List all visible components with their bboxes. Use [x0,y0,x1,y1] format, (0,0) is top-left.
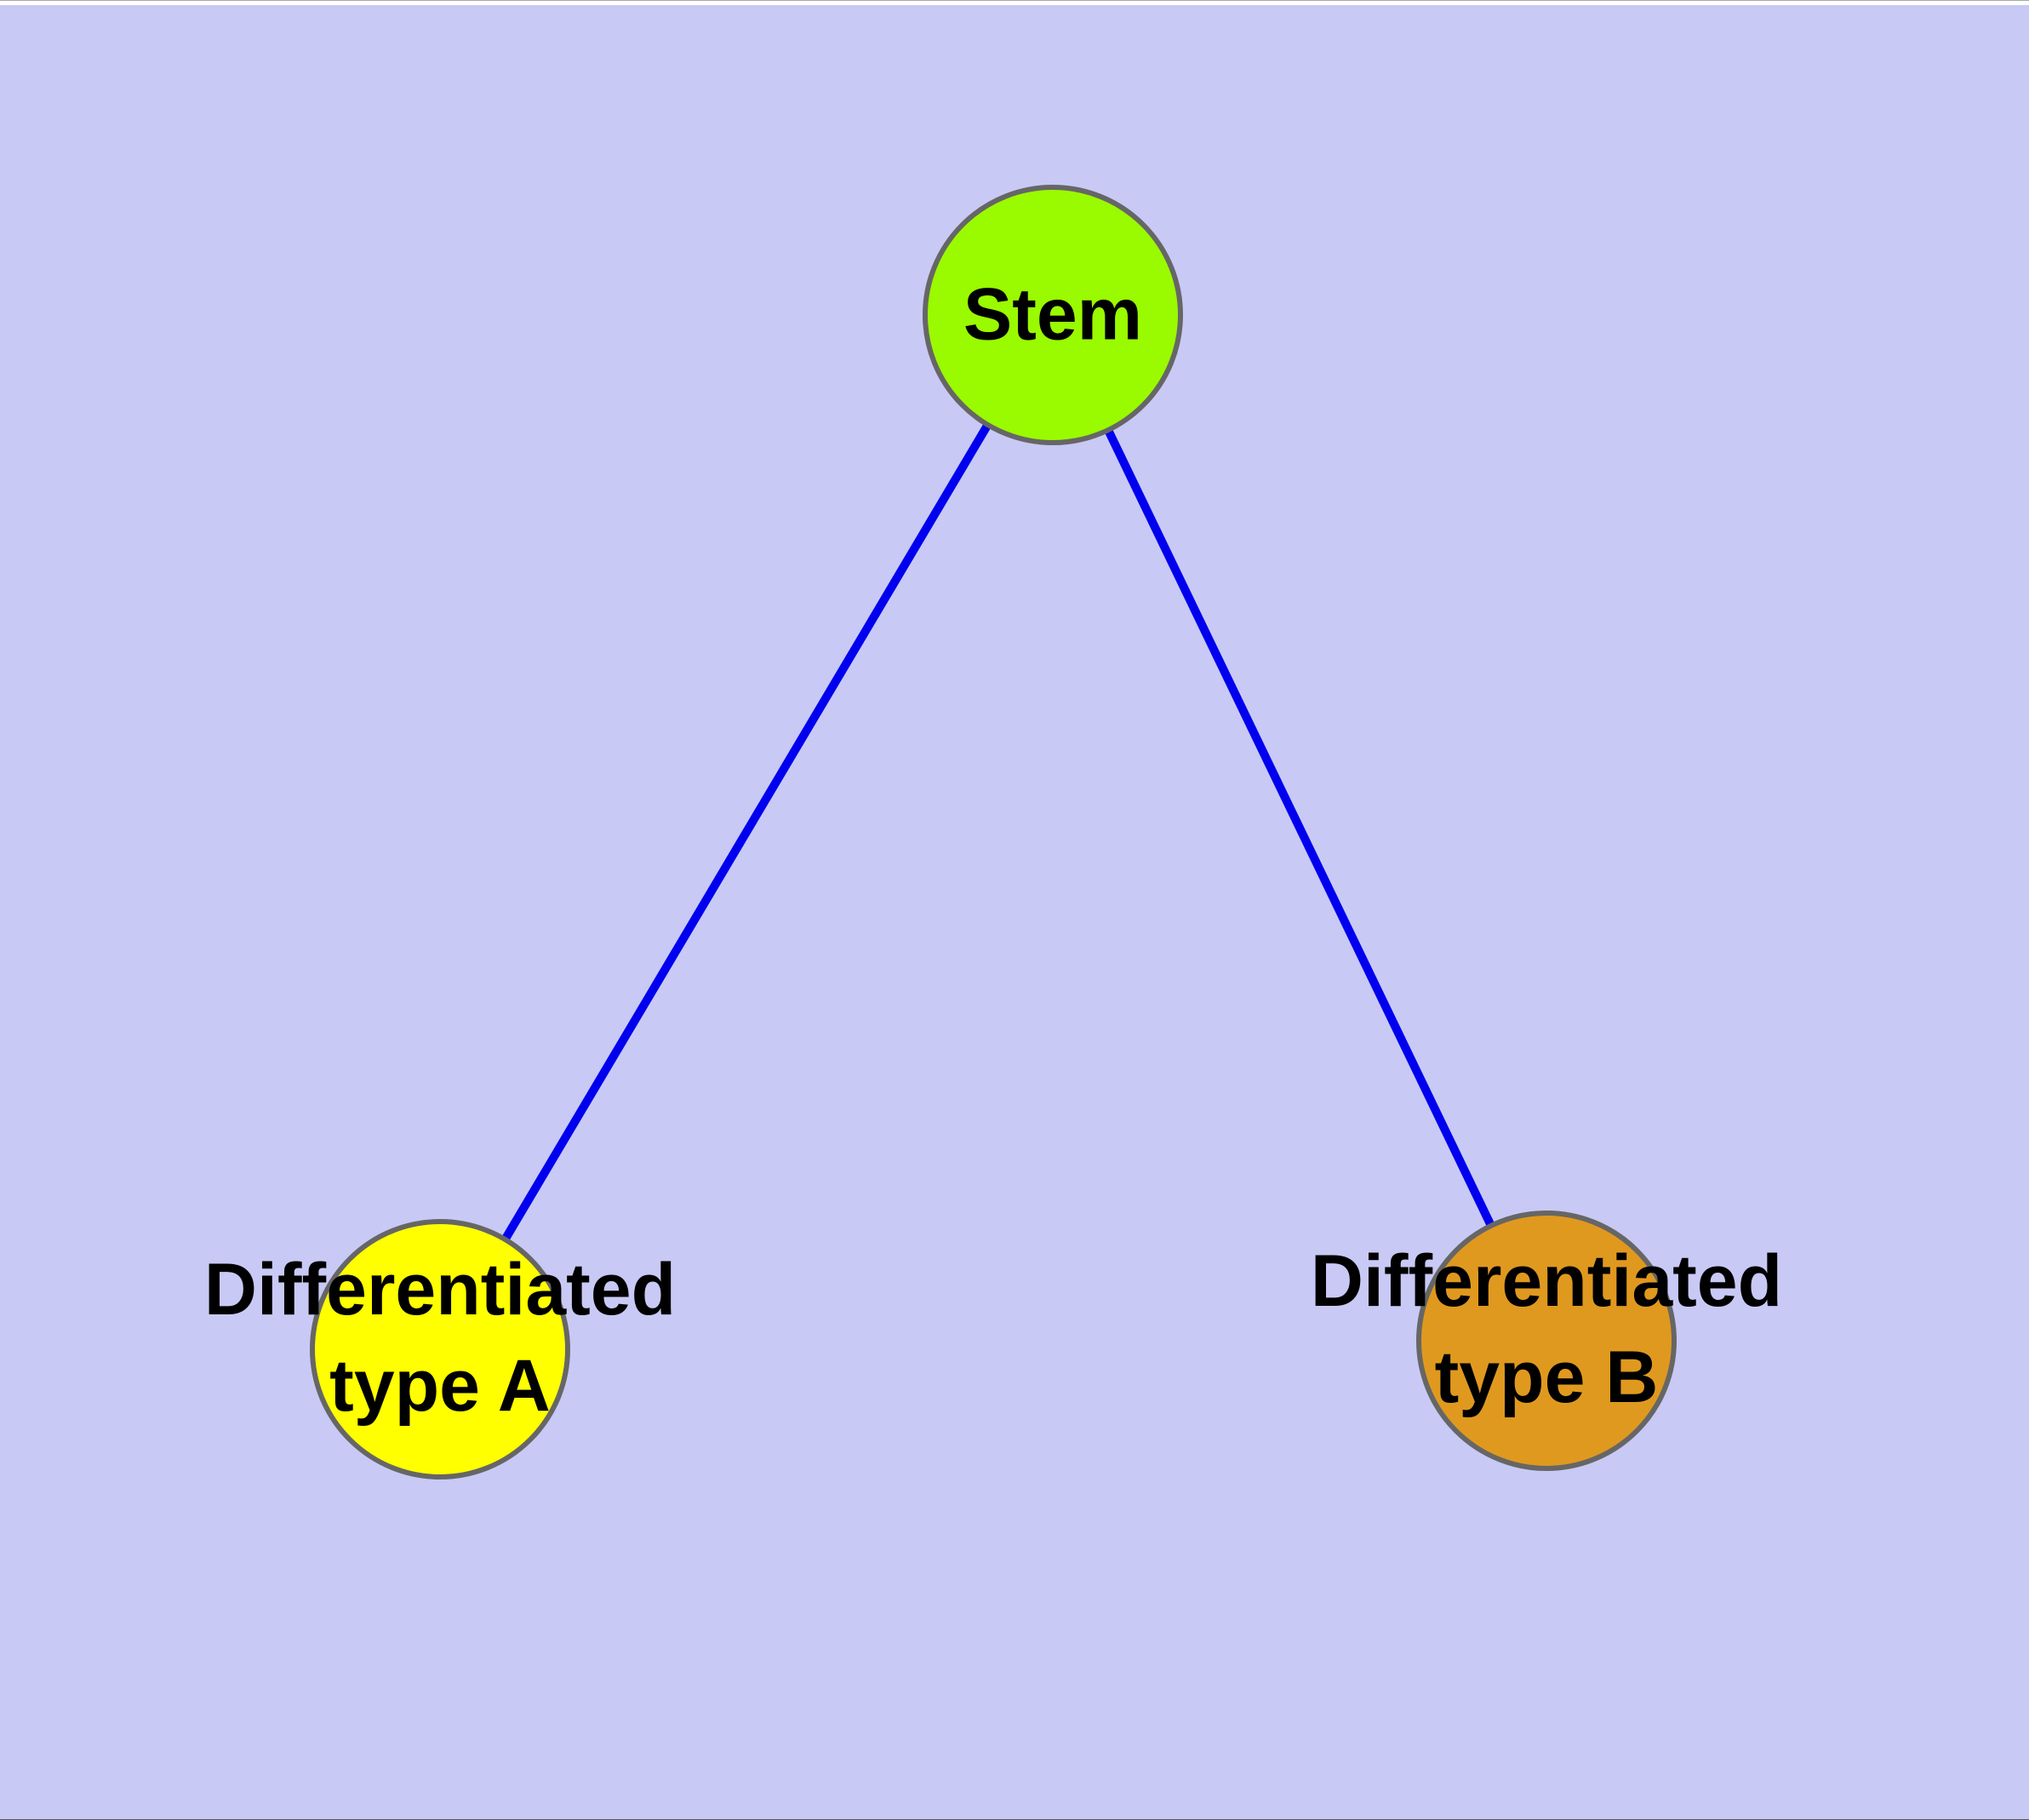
differentiated-type-b-node [1416,1210,1677,1471]
stem-node [923,185,1183,445]
edge-stem-to-type-b [1049,312,1551,1343]
window-top-edge [0,0,2029,5]
differentiated-type-a-node [310,1219,570,1479]
edge-stem-to-type-a [436,312,1057,1352]
